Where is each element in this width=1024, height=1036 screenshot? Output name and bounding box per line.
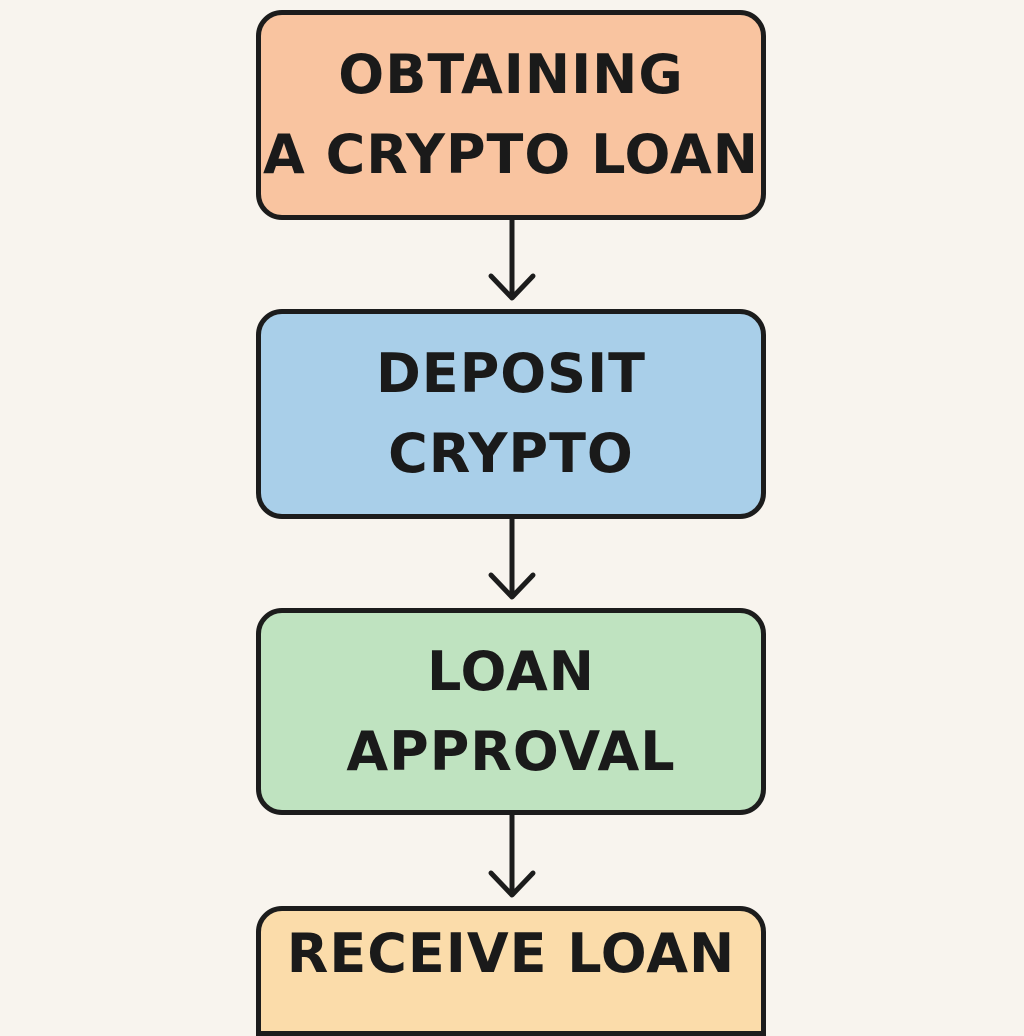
arrow-down-icon bbox=[488, 810, 536, 898]
arrow-down-icon bbox=[488, 215, 536, 301]
step-deposit-crypto: DEPOSIT CRYPTO bbox=[256, 309, 766, 519]
step-label: DEPOSIT CRYPTO bbox=[375, 342, 646, 485]
step-loan-approval: LOAN APPROVAL bbox=[256, 608, 766, 815]
step-label: OBTAINING A CRYPTO LOAN bbox=[263, 43, 759, 186]
step-obtaining-crypto-loan: OBTAINING A CRYPTO LOAN bbox=[256, 10, 766, 220]
step-label: LOAN APPROVAL bbox=[346, 639, 676, 783]
arrow-down-icon bbox=[488, 514, 536, 600]
step-receive-loan: RECEIVE LOAN bbox=[256, 906, 766, 1036]
step-label: RECEIVE LOAN bbox=[286, 922, 736, 985]
